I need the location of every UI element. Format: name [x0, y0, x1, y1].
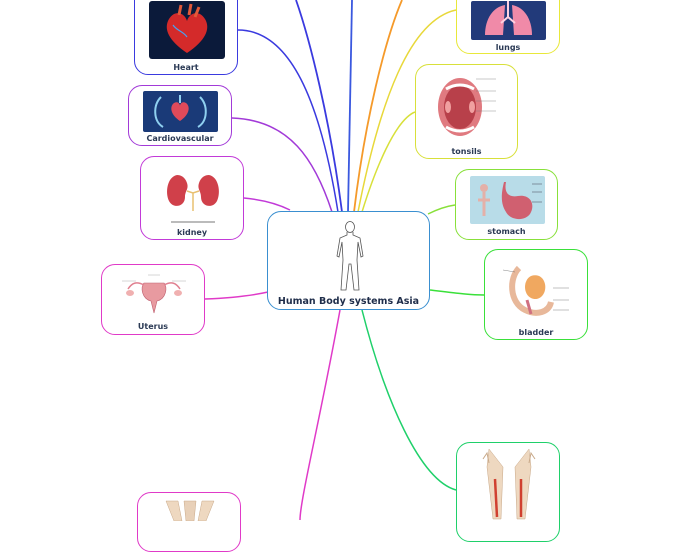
node-bottom-left[interactable]: [137, 492, 241, 552]
mind-map-connectors: [204, 0, 485, 520]
node-heart[interactable]: Heart: [134, 0, 238, 75]
connector-stomach: [427, 204, 456, 215]
connector-top-orange: [353, 0, 403, 213]
center-node[interactable]: Human Body systems Asia: [267, 211, 430, 310]
connector-bladder: [429, 289, 485, 296]
node-tonsils[interactable]: tonsils: [415, 64, 518, 159]
node-uterus[interactable]: Uterus: [101, 264, 205, 335]
human-body-outline-icon: [336, 221, 364, 291]
connector-top-blue-2: [347, 0, 353, 213]
heart-image: [149, 1, 225, 59]
stomach-label: stomach: [487, 227, 526, 236]
bladder-label: bladder: [518, 328, 554, 337]
connector-cardiovascular: [231, 117, 333, 213]
kidney-label: kidney: [176, 228, 208, 237]
node-legs[interactable]: [456, 442, 560, 542]
node-lungs[interactable]: lungs: [456, 0, 560, 54]
stomach-image: [470, 176, 545, 224]
node-stomach[interactable]: stomach: [455, 169, 558, 240]
connector-uterus: [204, 291, 269, 300]
lungs-image: [471, 1, 546, 40]
legs-image: [482, 449, 536, 520]
uterus-image: [122, 274, 186, 314]
connector-bottom-left: [299, 309, 341, 520]
cardiovascular-label: Cardiovascular: [146, 134, 214, 143]
node-kidney[interactable]: kidney: [140, 156, 244, 240]
pelvis-image: [165, 500, 215, 521]
node-bladder[interactable]: bladder: [484, 249, 588, 340]
connector-heart: [237, 29, 339, 213]
tonsils-image: [438, 78, 496, 136]
lungs-label: lungs: [495, 43, 521, 52]
connector-legs: [361, 309, 457, 491]
node-cardiovascular[interactable]: Cardiovascular: [128, 85, 232, 146]
heart-label: Heart: [173, 63, 199, 72]
connector-kidney: [243, 197, 291, 211]
bladder-image: [502, 265, 569, 316]
kidney-image: [167, 175, 219, 223]
connector-lungs: [357, 9, 457, 213]
cardiovascular-image: [143, 91, 218, 132]
connector-top-blue: [295, 0, 343, 213]
connector-tonsils: [361, 111, 416, 213]
uterus-label: Uterus: [137, 322, 169, 331]
tonsils-label: tonsils: [451, 147, 482, 156]
center-title: Human Body systems Asia: [277, 296, 420, 307]
